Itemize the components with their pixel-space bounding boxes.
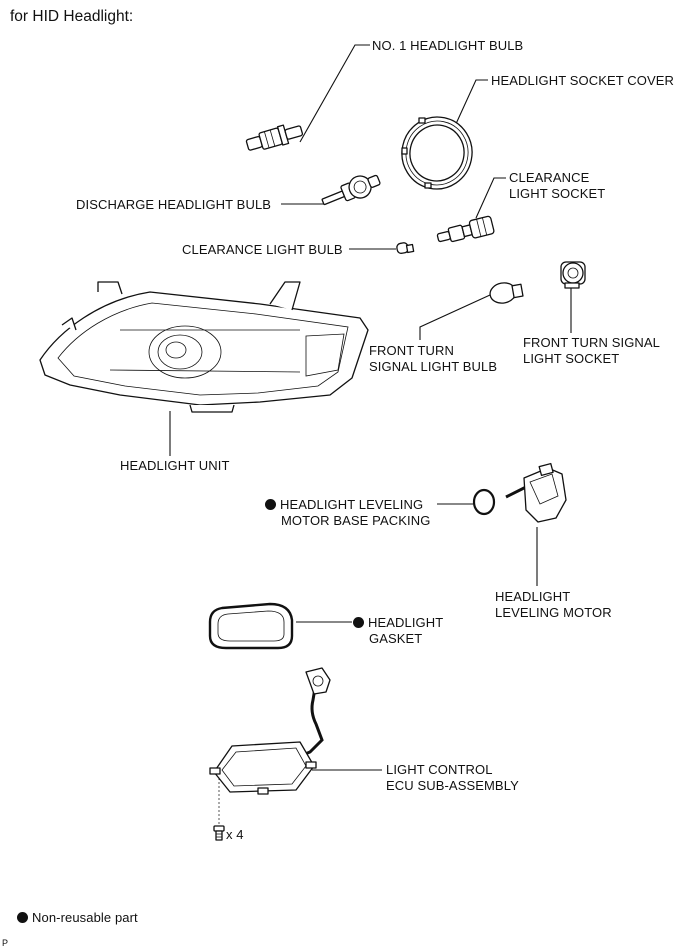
leader-lines bbox=[169, 44, 572, 828]
non-reusable-dot-icon bbox=[17, 912, 28, 923]
discharge-headlight-bulb-label: DISCHARGE HEADLIGHT BULB bbox=[76, 197, 272, 212]
headlight-leveling-motor-drawing bbox=[505, 462, 567, 523]
clearance-light-bulb-label: CLEARANCE LIGHT BULB bbox=[182, 242, 343, 257]
page-marker: P bbox=[2, 938, 9, 948]
front-turn-signal-socket-label-line1: FRONT TURN SIGNAL bbox=[523, 335, 661, 350]
clearance-light-socket-drawing bbox=[436, 215, 495, 243]
clearance-light-socket-label-line2: LIGHT SOCKET bbox=[509, 186, 606, 201]
clearance-light-socket-label-line1: CLEARANCE bbox=[509, 170, 590, 185]
headlight-socket-cover-label: HEADLIGHT SOCKET COVER bbox=[491, 73, 675, 88]
motor-base-packing-label-line1: HEADLIGHT LEVELING bbox=[265, 497, 423, 513]
motor-base-packing-label-line2: MOTOR BASE PACKING bbox=[281, 513, 431, 528]
headlight-unit-label: HEADLIGHT UNIT bbox=[120, 458, 230, 473]
headlight-gasket-label-line2: GASKET bbox=[369, 631, 423, 646]
no1-headlight-bulb-drawing bbox=[245, 124, 304, 151]
headlight-gasket-label-line1: HEADLIGHT bbox=[353, 615, 443, 631]
page-title: for HID Headlight: bbox=[10, 8, 134, 25]
non-reusable-dot-icon bbox=[353, 617, 364, 628]
screw-drawing bbox=[213, 825, 225, 841]
front-turn-signal-bulb-label-line2: SIGNAL LIGHT BULB bbox=[369, 359, 498, 374]
front-turn-signal-socket-label-line2: LIGHT SOCKET bbox=[523, 351, 620, 366]
legend: Non-reusable part bbox=[17, 910, 138, 926]
leveling-motor-label-line1: HEADLIGHT bbox=[495, 589, 571, 604]
motor-base-packing-label-text: HEADLIGHT LEVELING bbox=[280, 497, 424, 512]
front-turn-signal-light-socket-drawing bbox=[560, 261, 586, 289]
clearance-light-bulb-drawing bbox=[396, 242, 415, 254]
non-reusable-dot-icon bbox=[265, 499, 276, 510]
headlight-gasket-label-text: HEADLIGHT bbox=[368, 615, 444, 630]
headlight-unit-drawing bbox=[39, 281, 369, 413]
light-control-ecu-drawing bbox=[209, 667, 331, 795]
leveling-motor-label-line2: LEVELING MOTOR bbox=[495, 605, 612, 620]
ecu-label-line1: LIGHT CONTROL bbox=[386, 762, 493, 777]
headlight-gasket-drawing bbox=[208, 602, 294, 650]
front-turn-signal-light-bulb-drawing bbox=[489, 282, 524, 304]
front-turn-signal-bulb-label-line1: FRONT TURN bbox=[369, 343, 455, 358]
discharge-headlight-bulb-drawing bbox=[321, 174, 381, 206]
motor-base-packing-drawing bbox=[472, 488, 496, 516]
ecu-label-line2: ECU SUB-ASSEMBLY bbox=[386, 778, 519, 793]
legend-text: Non-reusable part bbox=[32, 910, 138, 925]
screw-quantity-label: x 4 bbox=[226, 827, 244, 842]
no1-headlight-bulb-label: NO. 1 HEADLIGHT BULB bbox=[372, 38, 524, 53]
headlight-socket-cover-drawing bbox=[401, 116, 473, 190]
